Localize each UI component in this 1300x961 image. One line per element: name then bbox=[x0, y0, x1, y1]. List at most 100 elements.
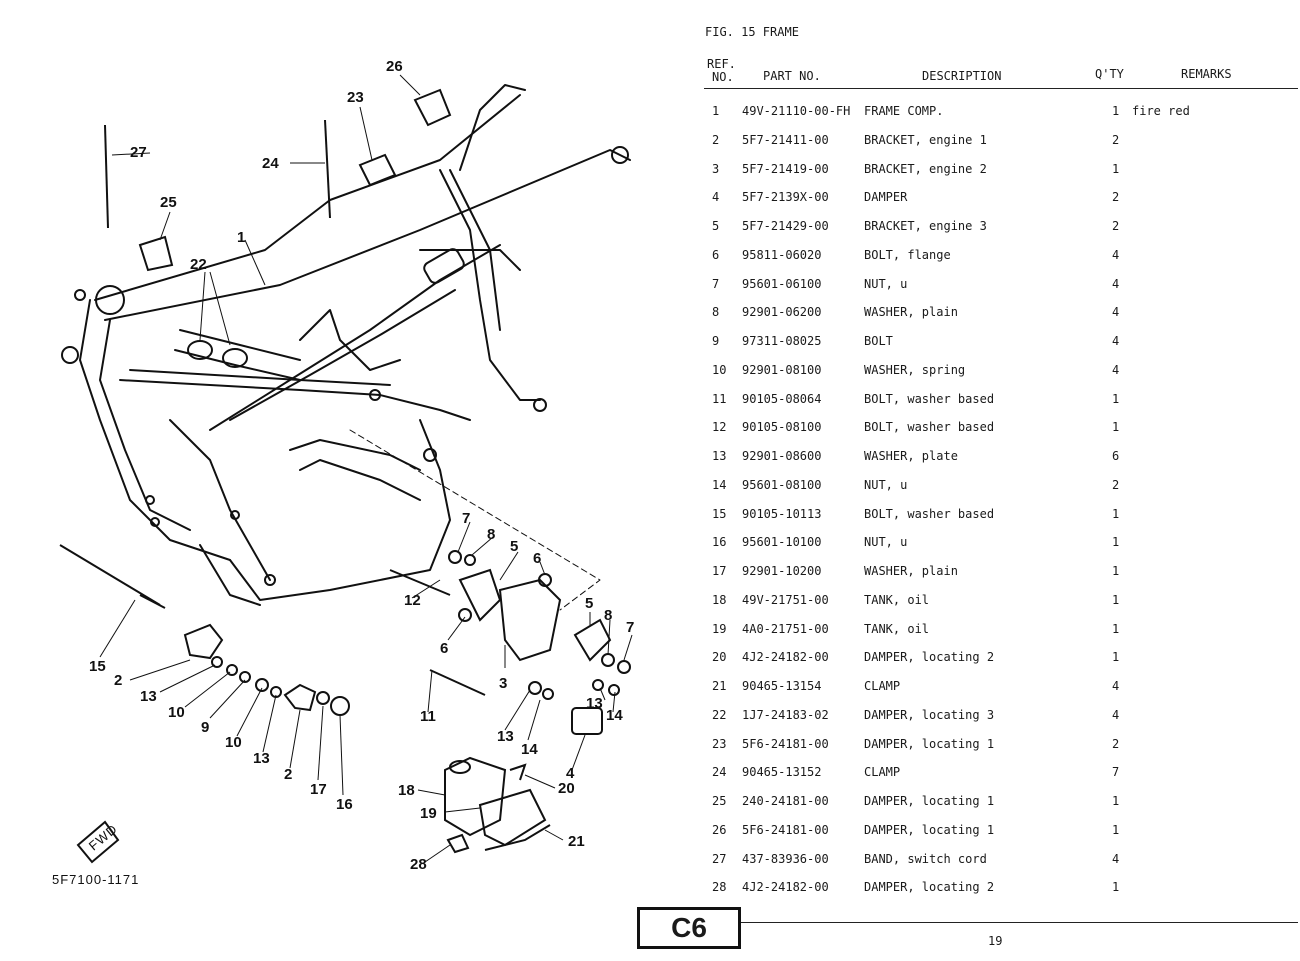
cell-ref: 26 bbox=[712, 822, 727, 837]
fwd-arrow-icon bbox=[76, 820, 120, 864]
cell-part: 97311-08025 bbox=[742, 334, 822, 348]
cell-desc: TANK, oil bbox=[864, 592, 930, 607]
cell-part: 437-83936-00 bbox=[742, 851, 829, 866]
cell-desc: NUT, u bbox=[864, 477, 908, 492]
callout-13-c: 13 bbox=[497, 728, 514, 745]
cell-qty: 1 bbox=[1112, 420, 1120, 435]
cell-part: 49V-21751-00 bbox=[742, 592, 829, 607]
cell-qty: 1 bbox=[1112, 161, 1120, 176]
cell-ref: 8 bbox=[712, 305, 720, 320]
cell-ref: 7 bbox=[712, 276, 720, 291]
callout-19: 19 bbox=[420, 805, 437, 822]
footer-rule bbox=[740, 922, 1298, 923]
figure-title: FIG. 15 FRAME bbox=[705, 25, 799, 39]
cell-qty: 4 bbox=[1112, 707, 1120, 722]
cell-desc: BAND, switch cord bbox=[864, 851, 987, 866]
cell-qty: 1 bbox=[1112, 506, 1120, 521]
table-row: 4 5F7-2139X-00 DAMPER 2 bbox=[704, 190, 1298, 210]
cell-qty: 1 bbox=[1112, 104, 1120, 118]
header-rule bbox=[704, 88, 1298, 89]
callout-20: 20 bbox=[558, 780, 575, 797]
cell-qty: 1 bbox=[1112, 391, 1120, 406]
cell-ref: 22 bbox=[712, 707, 727, 722]
cell-ref: 14 bbox=[712, 477, 727, 492]
cell-desc: CLAMP bbox=[864, 679, 901, 693]
cell-desc: DAMPER, locating 1 bbox=[864, 822, 995, 837]
cell-part: 240-24181-00 bbox=[742, 794, 829, 808]
page-number: 19 bbox=[988, 934, 1003, 948]
cell-qty: 2 bbox=[1112, 190, 1120, 205]
cell-ref: 6 bbox=[712, 247, 720, 262]
cell-desc: BRACKET, engine 3 bbox=[864, 219, 987, 233]
cell-ref: 16 bbox=[712, 535, 727, 550]
frame-drawing bbox=[61, 84, 631, 611]
cell-part: 5F7-21419-00 bbox=[742, 161, 829, 176]
cell-qty: 4 bbox=[1112, 334, 1120, 348]
cell-part: 4J2-24182-00 bbox=[742, 880, 829, 895]
callout-5-b: 5 bbox=[585, 595, 593, 612]
callout-10-b: 10 bbox=[225, 734, 242, 751]
cell-ref: 24 bbox=[712, 765, 727, 780]
callout-16: 16 bbox=[336, 796, 353, 813]
cell-qty: 1 bbox=[1112, 794, 1120, 808]
cell-ref: 21 bbox=[712, 679, 727, 693]
cell-ref: 5 bbox=[712, 219, 720, 233]
cell-ref: 3 bbox=[712, 161, 720, 176]
callout-14-b: 14 bbox=[606, 707, 623, 724]
callout-15: 15 bbox=[89, 658, 106, 675]
callout-28: 28 bbox=[410, 856, 427, 873]
cell-qty: 1 bbox=[1112, 650, 1120, 665]
callout-1: 1 bbox=[237, 229, 245, 246]
callout-3: 3 bbox=[499, 675, 507, 692]
table-row: 3 5F7-21419-00 BRACKET, engine 2 1 bbox=[704, 162, 1298, 182]
cell-ref: 11 bbox=[712, 391, 727, 406]
cell-desc: DAMPER, locating 1 bbox=[864, 736, 995, 751]
cell-part: 92901-06200 bbox=[742, 305, 822, 320]
callout-6-a: 6 bbox=[533, 550, 541, 567]
exploded-frame-diagram: 27 24 23 26 25 22 1 15 2 13 10 9 10 13 2… bbox=[52, 58, 634, 887]
callout-10-a: 10 bbox=[168, 704, 185, 721]
cell-desc: BRACKET, engine 2 bbox=[864, 161, 987, 176]
cell-ref: 28 bbox=[712, 880, 727, 895]
cell-part: 5F7-2139X-00 bbox=[742, 190, 829, 205]
cell-part: 90105-08064 bbox=[742, 391, 822, 406]
header-remarks: REMARKS bbox=[1181, 67, 1232, 81]
cell-part: 90465-13152 bbox=[742, 765, 822, 780]
cell-ref: 4 bbox=[712, 190, 720, 205]
cell-remarks: fire red bbox=[1132, 104, 1190, 118]
cell-desc: DAMPER, locating 2 bbox=[864, 880, 995, 895]
cell-qty: 4 bbox=[1112, 247, 1120, 262]
cell-ref: 17 bbox=[712, 564, 727, 578]
cell-part: 92901-08100 bbox=[742, 362, 822, 377]
cell-ref: 1 bbox=[712, 104, 720, 118]
cell-desc: BOLT, flange bbox=[864, 247, 951, 262]
header-description: DESCRIPTION bbox=[922, 69, 1002, 83]
cell-qty: 1 bbox=[1112, 621, 1120, 636]
callout-7-a: 7 bbox=[462, 510, 470, 527]
cell-desc: NUT, u bbox=[864, 276, 908, 291]
header-qty: Q'TY bbox=[1095, 67, 1124, 81]
cell-part: 95601-06100 bbox=[742, 276, 822, 291]
header-ref-line1: REF. bbox=[707, 57, 736, 71]
cell-desc: WASHER, spring bbox=[864, 362, 966, 377]
cell-desc: DAMPER bbox=[864, 190, 908, 205]
cell-desc: TANK, oil bbox=[864, 621, 930, 636]
cell-qty: 2 bbox=[1112, 736, 1120, 751]
callout-14-a: 14 bbox=[521, 741, 538, 758]
cell-desc: WASHER, plain bbox=[864, 305, 958, 320]
cell-desc: DAMPER, locating 1 bbox=[864, 794, 995, 808]
callout-13-b: 13 bbox=[253, 750, 270, 767]
